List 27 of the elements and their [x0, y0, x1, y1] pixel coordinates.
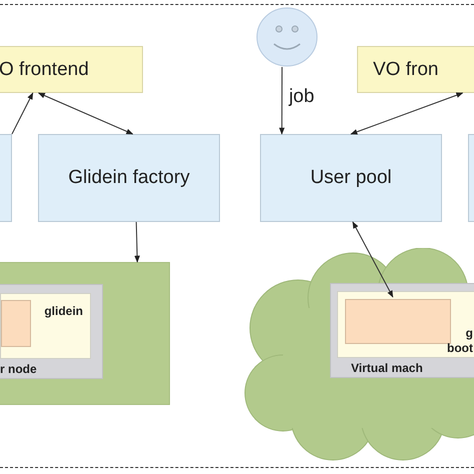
arrow — [134, 222, 140, 263]
arrow — [352, 221, 394, 298]
node-label: User pool — [310, 166, 392, 190]
node-label: VO fron — [373, 58, 438, 82]
process-box — [1, 300, 31, 347]
site-box — [0, 262, 170, 405]
arrow — [279, 66, 285, 135]
node-label: r node — [0, 362, 37, 377]
node-label: Virtual mach — [351, 361, 423, 376]
arrow — [12, 92, 34, 134]
node-label: glidein — [44, 304, 83, 319]
node-label: Glidein factory — [68, 166, 190, 190]
bootstrap-box — [337, 291, 474, 358]
factory-box — [38, 134, 220, 222]
frontend-box — [0, 46, 143, 93]
node-label: g boot — [446, 326, 473, 356]
user-pool-box — [260, 134, 442, 222]
worker-node-box — [0, 284, 103, 379]
arrow — [38, 92, 134, 134]
edge-label: job — [288, 86, 314, 106]
glidein-box — [0, 293, 91, 359]
node-label: O frontend — [0, 58, 89, 82]
service-box — [0, 134, 12, 222]
frontend-box — [357, 46, 474, 93]
process-box — [345, 299, 451, 344]
virtual-machine-box — [330, 283, 474, 378]
arrow — [350, 92, 464, 134]
